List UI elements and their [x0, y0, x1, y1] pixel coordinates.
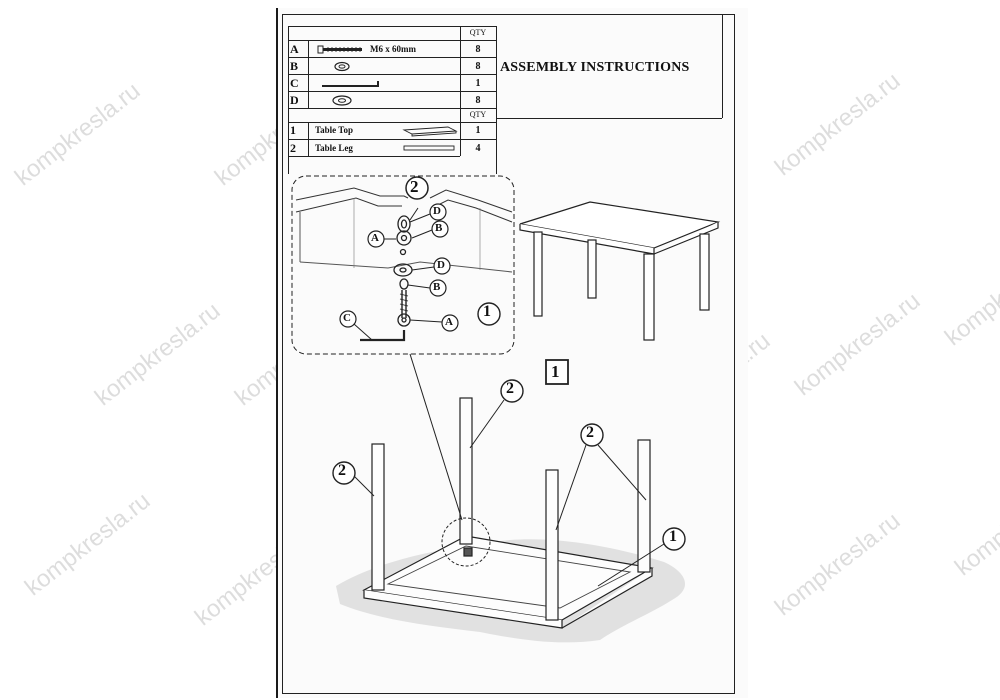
part-number: 1 [290, 123, 296, 137]
hardware-letter: B [290, 59, 299, 73]
hardware-qty: 8 [475, 44, 481, 55]
key-c-label: C [343, 312, 351, 324]
table-line [288, 26, 496, 27]
part-row-1: 1 Table Top 1 [288, 122, 496, 139]
assembled-table-illustration [519, 201, 721, 341]
table-leg-icon [403, 145, 455, 151]
part-number: 2 [290, 141, 296, 155]
hardware-letter: D [290, 93, 299, 107]
table-line [288, 108, 496, 109]
table-line [288, 156, 460, 157]
hardware-letter: A [290, 42, 299, 56]
hardware-qty: 1 [475, 78, 481, 89]
document-title: ASSEMBLY INSTRUCTIONS [500, 60, 690, 75]
washer-b-label-2: B [433, 281, 441, 293]
main-view-callouts [332, 379, 686, 587]
hardware-row-d: D 8 [288, 91, 496, 109]
hardware-letter: C [290, 76, 299, 90]
hardware-qty: 8 [475, 61, 481, 72]
part-name: Table Leg [315, 143, 353, 153]
upside-down-table-assembly [362, 397, 654, 629]
part-qty: 4 [475, 143, 481, 154]
header-divider [496, 118, 722, 119]
allen-key-icon [322, 81, 379, 87]
leg-label-3: 2 [586, 424, 594, 441]
hardware-row-c: C 1 [288, 74, 496, 92]
hardware-row-b: B 8 [288, 57, 496, 75]
part-row-2: 2 Table Leg 4 [288, 139, 496, 157]
header-divider [722, 14, 723, 118]
step-number-box [545, 359, 569, 385]
bolt-icon [317, 45, 362, 54]
top-label: 1 [669, 528, 677, 545]
bolt-size-label: M6 x 60mm [370, 44, 416, 54]
flat-washer-icon [332, 95, 352, 106]
detail-callouts [339, 176, 501, 341]
detail-top-label: 1 [483, 303, 491, 320]
detail-view-frame [291, 175, 515, 355]
bolt-a-label-2: A [445, 316, 453, 328]
leg-label-2: 2 [338, 462, 346, 479]
table-line [496, 26, 497, 174]
qty-header: QTY [469, 110, 487, 119]
step-number: 1 [551, 362, 560, 381]
detail-location-marker [441, 517, 491, 567]
part-qty: 1 [475, 125, 481, 136]
allen-key-drawing [360, 330, 406, 342]
detail-hardware-stack [360, 215, 413, 342]
part-name: Table Top [315, 125, 353, 135]
detail-leg-label: 2 [410, 177, 419, 196]
detail-leader-line [409, 353, 463, 521]
qty-header: QTY [469, 28, 487, 37]
table-line [288, 122, 496, 123]
spring-washer-icon [334, 61, 350, 72]
table-line [288, 26, 289, 174]
hardware-qty: 8 [475, 95, 481, 106]
bolt-a-label: A [371, 232, 379, 244]
washer-d-label: D [433, 205, 441, 217]
leg-label-1: 2 [506, 380, 514, 397]
washer-d-label-2: D [437, 259, 445, 271]
hardware-row-a: A M6 x 60mm 8 [288, 40, 496, 58]
washer-b-label: B [435, 222, 443, 234]
table-top-icon [402, 126, 458, 137]
sheet-border [282, 14, 735, 694]
